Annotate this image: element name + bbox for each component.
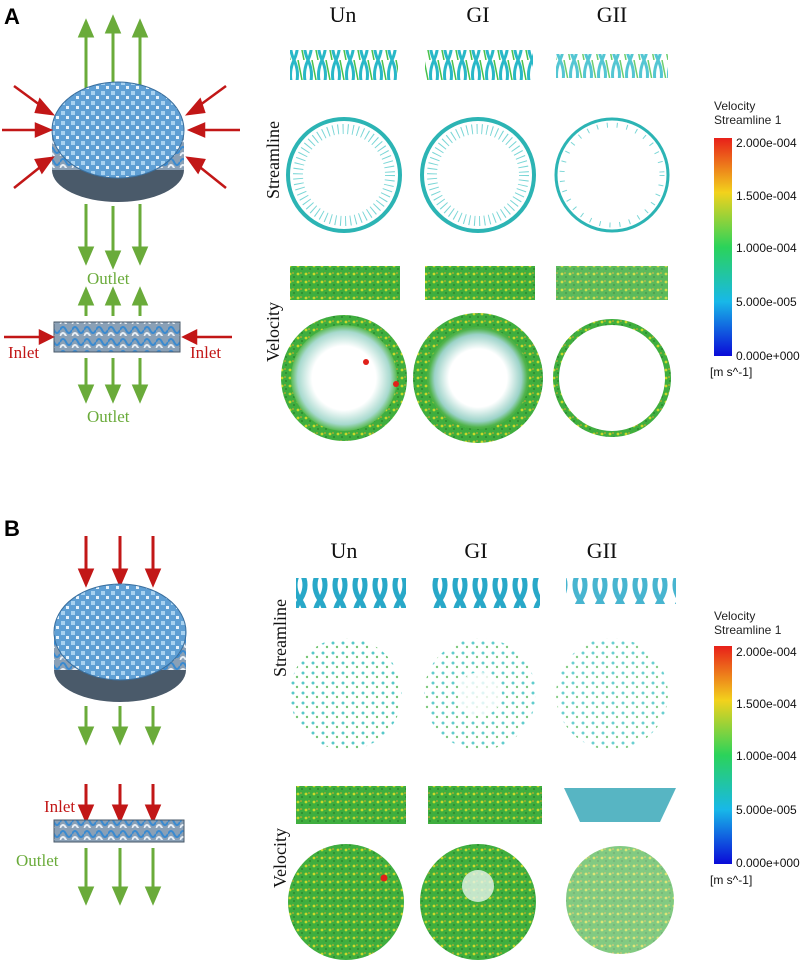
legend-b: Velocity Streamline 1 2.000e-004 1.500e-… (710, 609, 800, 887)
col-header-gii-a: GII (597, 2, 628, 27)
label-inlet-left-a: Inlet (8, 343, 39, 362)
legend-b-unit: [m s^-1] (710, 873, 752, 887)
legend-a: Velocity Streamline 1 2.000e-004 1.500e-… (710, 99, 800, 379)
legend-b-tick-3: 5.000e-005 (736, 803, 797, 817)
legend-b-tick-2: 1.000e-004 (736, 749, 797, 763)
legend-b-tick-4: 0.000e+000 (736, 856, 800, 870)
legend-b-tick-0: 2.000e-004 (736, 645, 797, 659)
row-label-velocity-b: Velocity (270, 828, 290, 888)
velocity-row-b (288, 786, 676, 960)
col-header-un-b: Un (331, 538, 358, 563)
schematic-a-top (2, 14, 240, 270)
schematic-a-side (4, 286, 232, 404)
velocity-row-a (281, 266, 671, 443)
legend-b-title2: Streamline 1 (714, 623, 782, 637)
legend-b-title1: Velocity (714, 609, 755, 623)
legend-a-tick-0: 2.000e-004 (736, 136, 797, 150)
label-outlet-b: Outlet (16, 851, 59, 870)
legend-b-tick-1: 1.500e-004 (736, 697, 797, 711)
col-header-un-a: Un (330, 2, 357, 27)
legend-a-unit: [m s^-1] (710, 365, 752, 379)
schematic-b-top (53, 536, 187, 746)
row-label-streamline-b: Streamline (270, 599, 290, 677)
legend-b-colorbar (714, 646, 732, 864)
label-inlet-right-a: Inlet (190, 343, 221, 362)
label-inlet-b: Inlet (44, 797, 75, 816)
legend-a-tick-4: 0.000e+000 (736, 349, 800, 363)
row-label-streamline-a: Streamline (263, 121, 283, 199)
legend-a-title1: Velocity (714, 99, 755, 113)
label-outlet-top-a: Outlet (87, 269, 130, 288)
col-header-gi-b: GI (464, 538, 487, 563)
legend-a-title2: Streamline 1 (714, 113, 782, 127)
panel-letter-b: B (4, 516, 20, 541)
col-header-gii-b: GII (587, 538, 618, 563)
streamline-row-b (290, 578, 676, 750)
legend-a-tick-3: 5.000e-005 (736, 295, 797, 309)
schematic-b-side (53, 784, 185, 906)
label-outlet-bottom-a: Outlet (87, 407, 130, 426)
panel-letter-a: A (4, 4, 20, 29)
col-header-gi-a: GI (466, 2, 489, 27)
legend-a-tick-2: 1.000e-004 (736, 241, 797, 255)
legend-a-colorbar (714, 138, 732, 356)
streamline-row-a (286, 50, 670, 233)
legend-a-tick-1: 1.500e-004 (736, 189, 797, 203)
row-label-velocity-a: Velocity (263, 302, 283, 362)
